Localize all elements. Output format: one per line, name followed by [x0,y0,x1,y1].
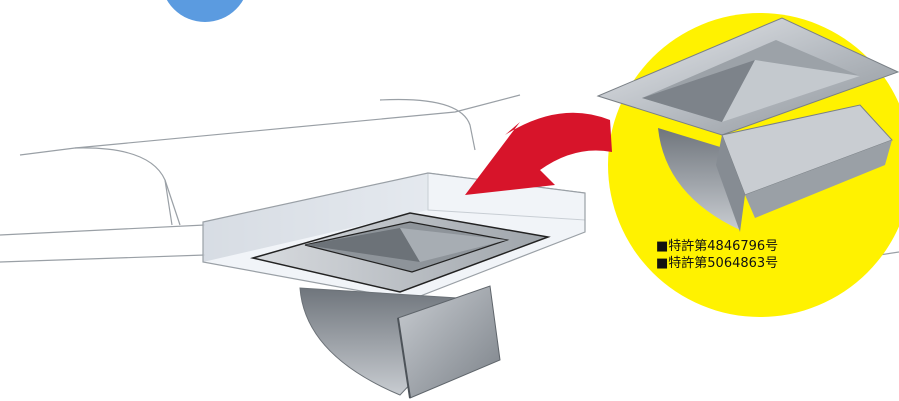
patent-number-2: ■特許第5064863号 [656,255,846,272]
hopper-illustration [203,173,585,398]
blue-badge [161,0,249,22]
patent-numbers: ■特許第4846796号 ■特許第5064863号 [656,238,846,272]
curved-arrow-icon [465,113,612,195]
patent-number-1: ■特許第4846796号 [656,238,846,255]
